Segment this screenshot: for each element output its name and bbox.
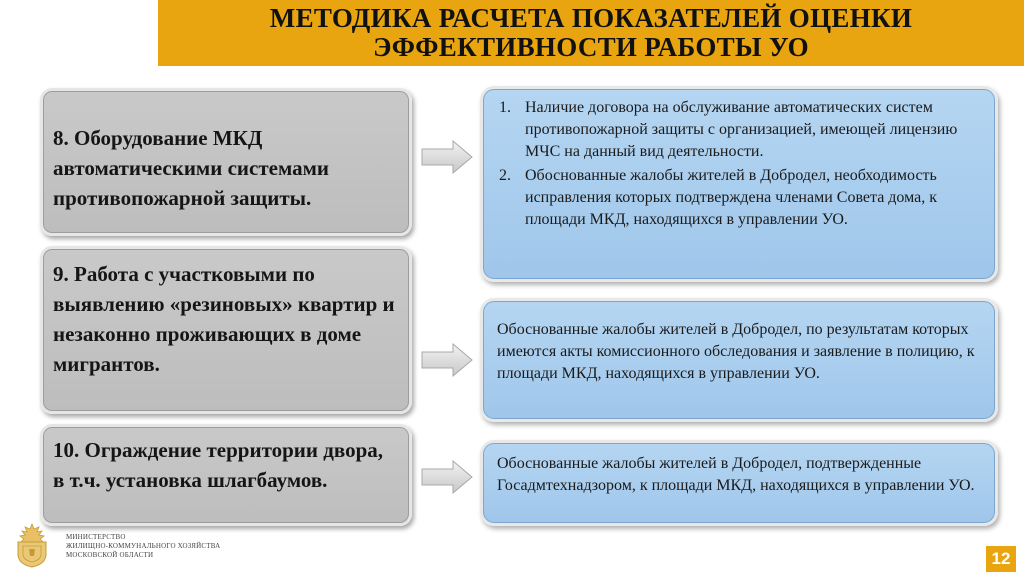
- list-item-text: Наличие договора на обслуживание автомат…: [525, 99, 958, 160]
- criterion-box-8: 8. Оборудование МКД автоматическими сист…: [40, 88, 412, 236]
- arrow-right-icon: [421, 140, 473, 174]
- indicator-box-9: Обоснованные жалобы жителей в Добродел, …: [480, 298, 998, 422]
- list-item: 2. Обоснованные жалобы жителей в Доброде…: [499, 165, 985, 231]
- slide-title-banner: МЕТОДИКА РАСЧЕТА ПОКАЗАТЕЛЕЙ ОЦЕНКИ ЭФФЕ…: [158, 0, 1024, 66]
- indicator-box-8: 1. Наличие договора на обслуживание авто…: [480, 86, 998, 282]
- ministry-label: МИНИСТЕРСТВО ЖИЛИЩНО-КОММУНАЛЬНОГО ХОЗЯЙ…: [66, 533, 221, 559]
- indicator-text-9: Обоснованные жалобы жителей в Добродел, …: [497, 321, 975, 382]
- criterion-box-9: 9. Работа с участковыми по выявлению «ре…: [40, 246, 412, 414]
- arrow-right-icon: [421, 460, 473, 494]
- indicator-text-10: Обоснованные жалобы жителей в Добродел, …: [497, 455, 975, 494]
- criterion-title-8: 8. Оборудование МКД автоматическими сист…: [53, 126, 330, 210]
- indicator-list-8: 1. Наличие договора на обслуживание авто…: [499, 97, 985, 231]
- list-item-number: 1.: [499, 99, 511, 116]
- criterion-box-10: 10. Ограждение территории двора, в т.ч. …: [40, 424, 412, 526]
- criterion-title-9: 9. Работа с участковыми по выявлению «ре…: [53, 262, 395, 376]
- criterion-title-10: 10. Ограждение территории двора, в т.ч. …: [53, 438, 384, 492]
- slide-title-line-1: МЕТОДИКА РАСЧЕТА ПОКАЗАТЕЛЕЙ ОЦЕНКИ: [269, 3, 913, 33]
- indicator-box-10: Обоснованные жалобы жителей в Добродел, …: [480, 440, 998, 526]
- list-item-number: 2.: [499, 167, 511, 184]
- list-item-text: Обоснованные жалобы жителей в Добродел, …: [525, 167, 938, 228]
- coat-of-arms-icon: [17, 522, 47, 568]
- arrow-right-icon: [421, 343, 473, 377]
- slide-title-line-2: ЭФФЕКТИВНОСТИ РАБОТЫ УО: [373, 32, 809, 62]
- list-item: 1. Наличие договора на обслуживание авто…: [499, 97, 985, 163]
- page-number-badge: 12: [986, 546, 1016, 572]
